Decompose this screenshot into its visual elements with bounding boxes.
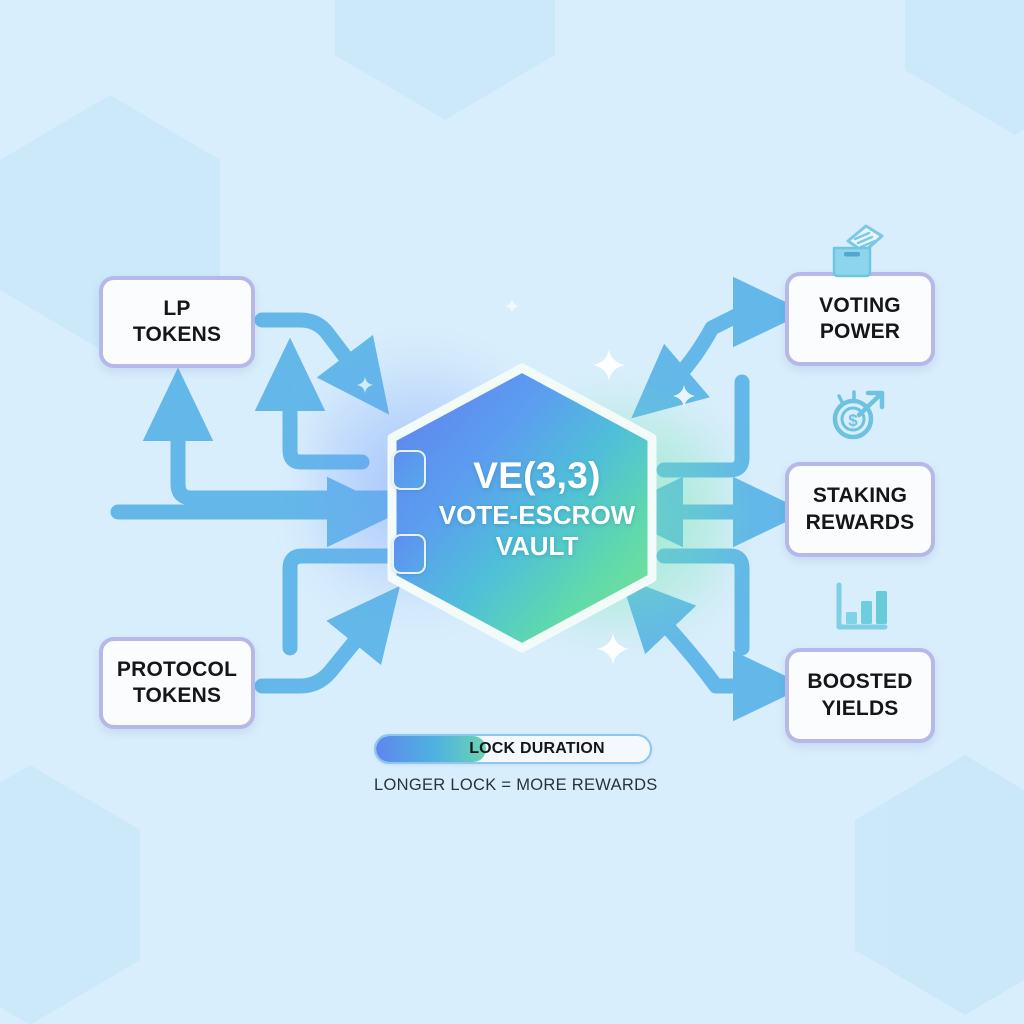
bar-chart-icon bbox=[836, 582, 888, 630]
node-voting-power-line1: VOTING bbox=[819, 293, 901, 317]
lock-duration-slider[interactable]: LOCK DURATION bbox=[374, 734, 652, 764]
lock-duration-label: LOCK DURATION bbox=[469, 740, 605, 757]
hexagon-shape bbox=[387, 363, 657, 653]
node-staking-rewards-line2: REWARDS bbox=[805, 510, 915, 534]
node-protocol-tokens[interactable]: PROTOCOL TOKENS bbox=[99, 637, 255, 729]
node-protocol-tokens-line1: PROTOCOL bbox=[116, 657, 238, 681]
vote-escrow-vault-node: VE(3,3) VOTE-ESCROW VAULT bbox=[308, 298, 736, 718]
coin-growth-icon: $ bbox=[832, 390, 885, 440]
node-lp-tokens-line1: LP bbox=[163, 296, 191, 320]
node-staking-rewards-line1: STAKING bbox=[812, 484, 908, 508]
lock-duration-fill bbox=[376, 736, 486, 762]
svg-text:$: $ bbox=[848, 411, 858, 430]
node-voting-power[interactable]: VOTING POWER bbox=[785, 272, 935, 366]
node-staking-rewards[interactable]: STAKING REWARDS bbox=[785, 462, 935, 557]
node-boosted-yields[interactable]: BOOSTED YIELDS bbox=[785, 648, 935, 743]
lock-duration-caption: LONGER LOCK = MORE REWARDS bbox=[374, 776, 658, 794]
node-lp-tokens[interactable]: LP TOKENS bbox=[99, 276, 255, 368]
node-protocol-tokens-line2: TOKENS bbox=[132, 684, 222, 707]
hexagon-tab-bottom bbox=[392, 534, 426, 574]
node-lp-tokens-line2: TOKENS bbox=[132, 323, 222, 346]
node-boosted-yields-line2: YIELDS bbox=[821, 696, 899, 720]
hexagon-tab-top bbox=[392, 450, 426, 490]
node-boosted-yields-line1: BOOSTED bbox=[807, 670, 913, 694]
node-voting-power-line2: POWER bbox=[819, 320, 901, 343]
lock-duration-group: LOCK DURATION LONGER LOCK = MORE REWARDS bbox=[374, 734, 658, 795]
